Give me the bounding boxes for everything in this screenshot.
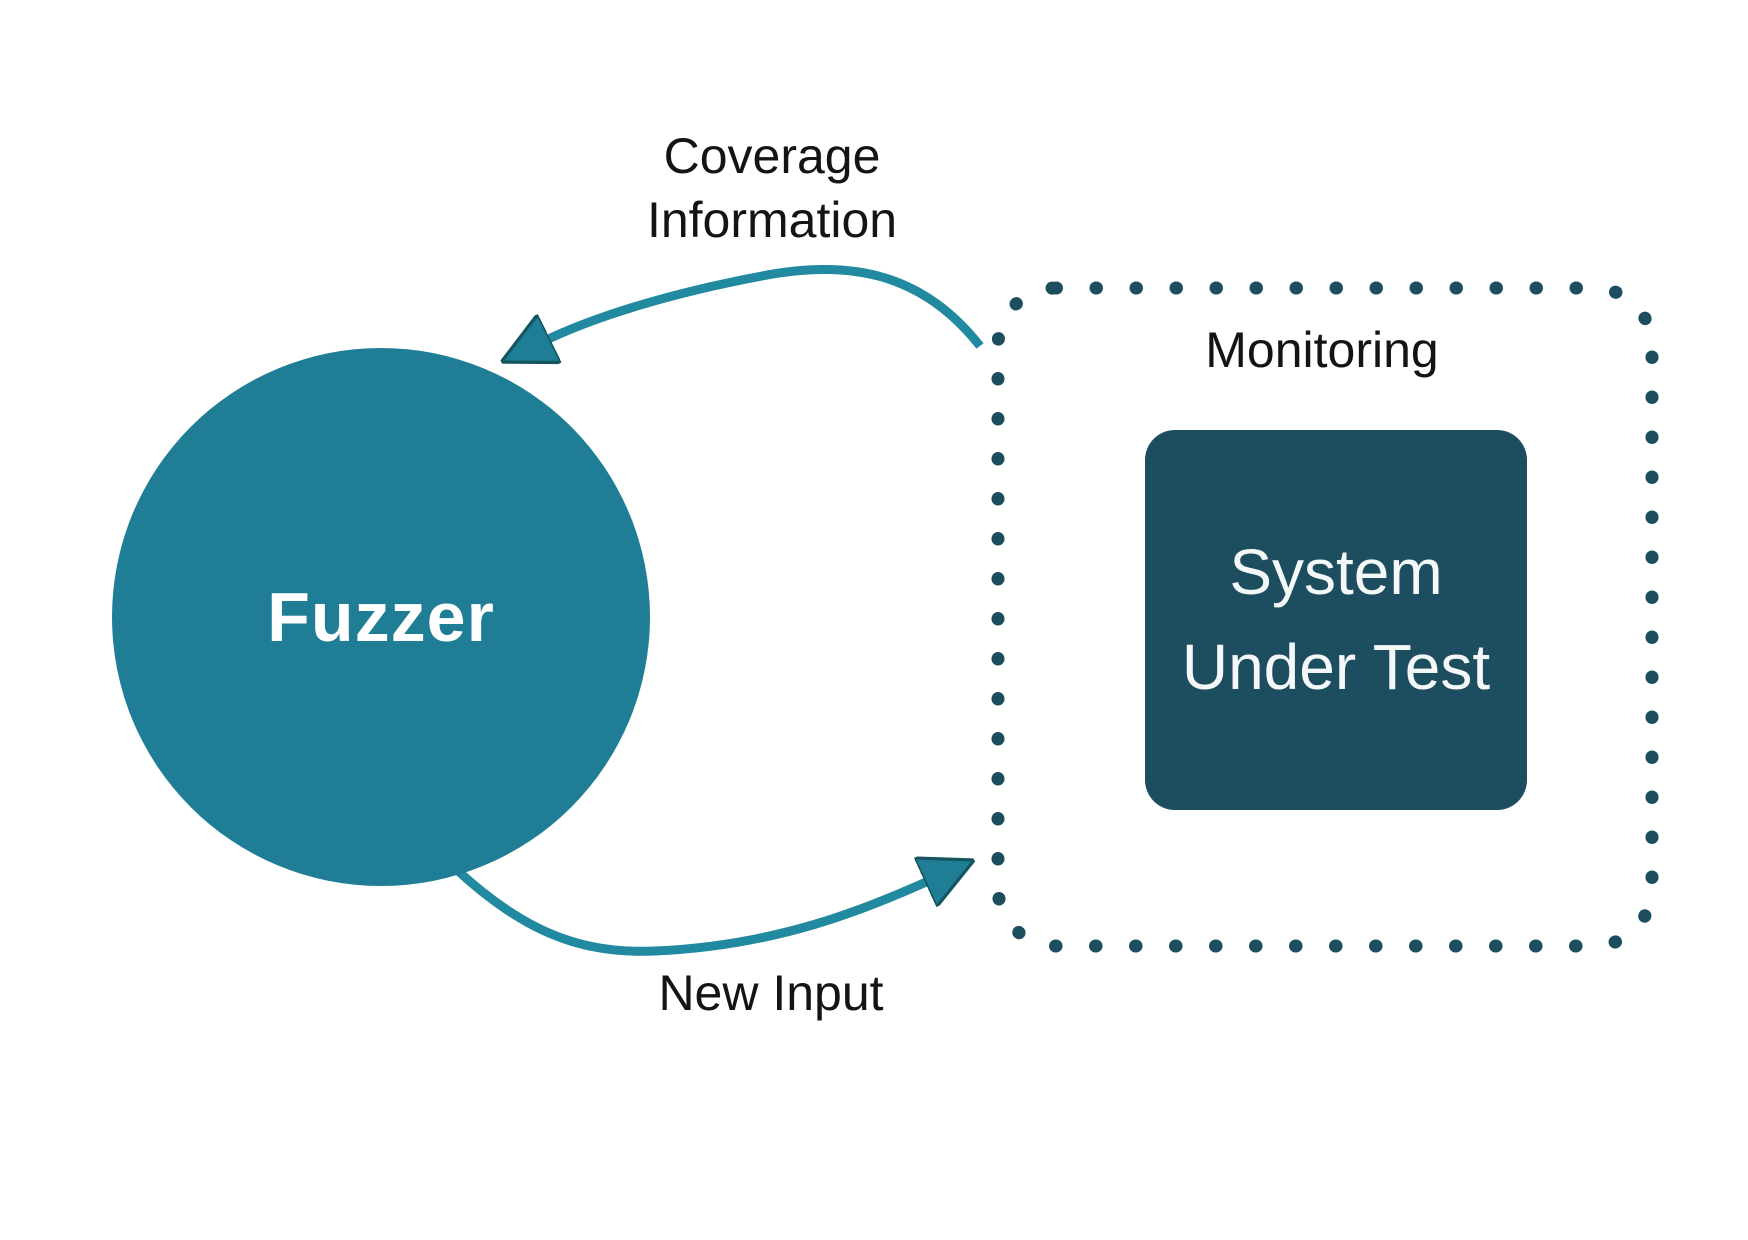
monitoring-dotted-border — [991, 281, 1659, 953]
sut-label-line1: System — [1229, 536, 1443, 608]
sut-label-line2: Under Test — [1181, 631, 1491, 703]
system-under-test-node: System Under Test — [1145, 430, 1527, 810]
fuzzer-label: Fuzzer — [267, 578, 495, 656]
monitoring-label: Monitoring — [1205, 322, 1439, 378]
coverage-information-label-line2: Information — [646, 192, 898, 248]
new-input-label: New Input — [658, 965, 884, 1021]
new-input-arrow — [424, 838, 935, 956]
coverage-information-arrow — [540, 264, 984, 346]
fuzzer-node: Fuzzer — [112, 348, 650, 886]
coverage-information-label: Coverage Information — [522, 124, 1022, 252]
coverage-information-label-line1: Coverage — [663, 128, 881, 184]
